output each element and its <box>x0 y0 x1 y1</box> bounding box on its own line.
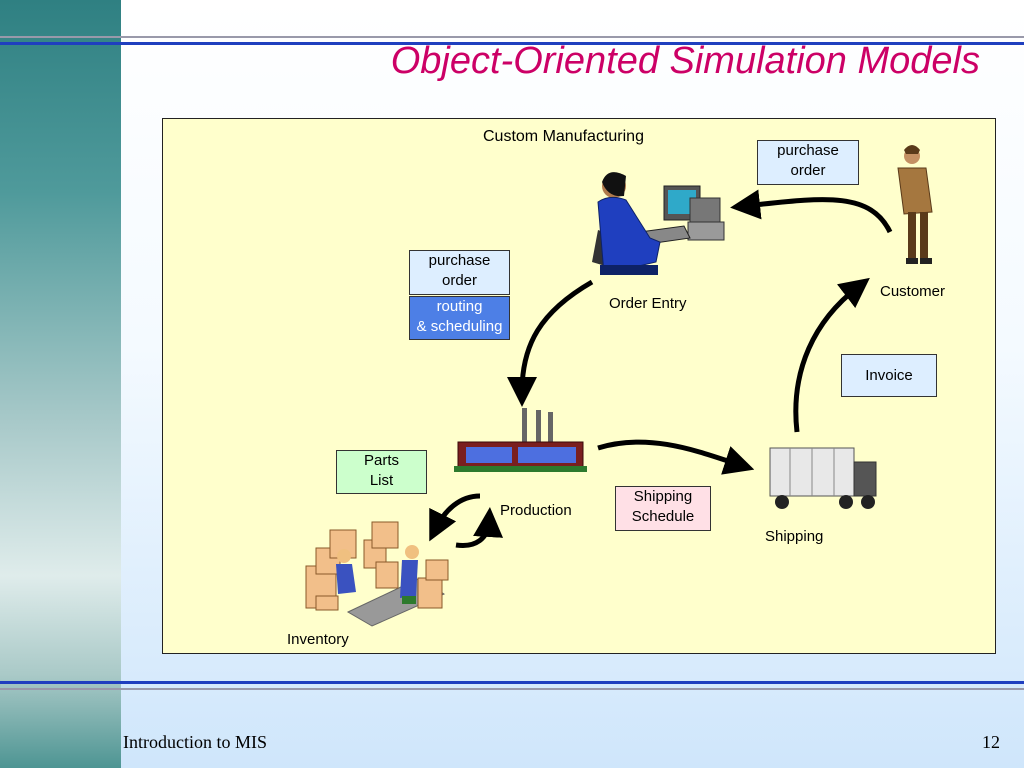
bottom-rule <box>0 688 1024 690</box>
diagram-heading: Custom Manufacturing <box>483 128 644 145</box>
shipping-schedule-line-2: Schedule <box>631 508 695 525</box>
order-entry-illustration <box>592 172 725 275</box>
top-rule <box>0 36 1024 38</box>
arrow-order-entry-to-production <box>507 279 594 407</box>
arrow-shipping-to-customer <box>793 277 870 433</box>
production-po-line-1: purchase <box>428 252 491 269</box>
production-po-line-2: order <box>441 272 478 289</box>
bottom-rule-blue <box>0 681 1024 684</box>
invoice-label: Invoice <box>865 367 913 384</box>
footer-course-title: Introduction to MIS <box>123 732 267 752</box>
customer-label: Customer <box>880 283 946 300</box>
arrow-production-to-inventory <box>429 493 481 542</box>
invoice-box: Invoice <box>841 354 937 397</box>
arrow-customer-to-order-entry <box>730 189 893 234</box>
sidebar-gradient <box>0 0 121 768</box>
shipping-schedule-box: Shipping Schedule <box>615 486 711 531</box>
customer-po-line-2: order <box>790 162 826 179</box>
page-number: 12 <box>982 732 1000 752</box>
routing-line-2: & scheduling <box>416 318 503 335</box>
routing-scheduling-box: routing & scheduling <box>409 296 510 340</box>
routing-line-1: routing <box>436 298 483 315</box>
arrow-production-to-shipping <box>597 439 755 475</box>
production-label: Production <box>500 502 572 519</box>
shipping-label: Shipping <box>765 528 824 545</box>
factory-illustration <box>454 408 587 472</box>
parts-list-box: Parts List <box>336 450 427 494</box>
top-rule-blue <box>0 42 1024 45</box>
customer-po-line-1: purchase <box>777 142 839 159</box>
slide-title: Object-Oriented Simulation Models <box>390 40 980 82</box>
parts-list-line-2: List <box>369 472 394 489</box>
customer-illustration <box>897 145 933 264</box>
truck-illustration <box>769 447 877 509</box>
customer-purchase-order-box: purchase order <box>757 140 859 185</box>
inventory-label: Inventory <box>287 631 349 648</box>
parts-list-line-1: Parts <box>363 452 399 469</box>
order-entry-label: Order Entry <box>609 295 687 312</box>
production-purchase-order-box: purchase order <box>409 250 510 295</box>
arrow-inventory-to-production <box>455 507 504 549</box>
inventory-illustration <box>305 521 449 627</box>
shipping-schedule-line-1: Shipping <box>633 488 693 505</box>
